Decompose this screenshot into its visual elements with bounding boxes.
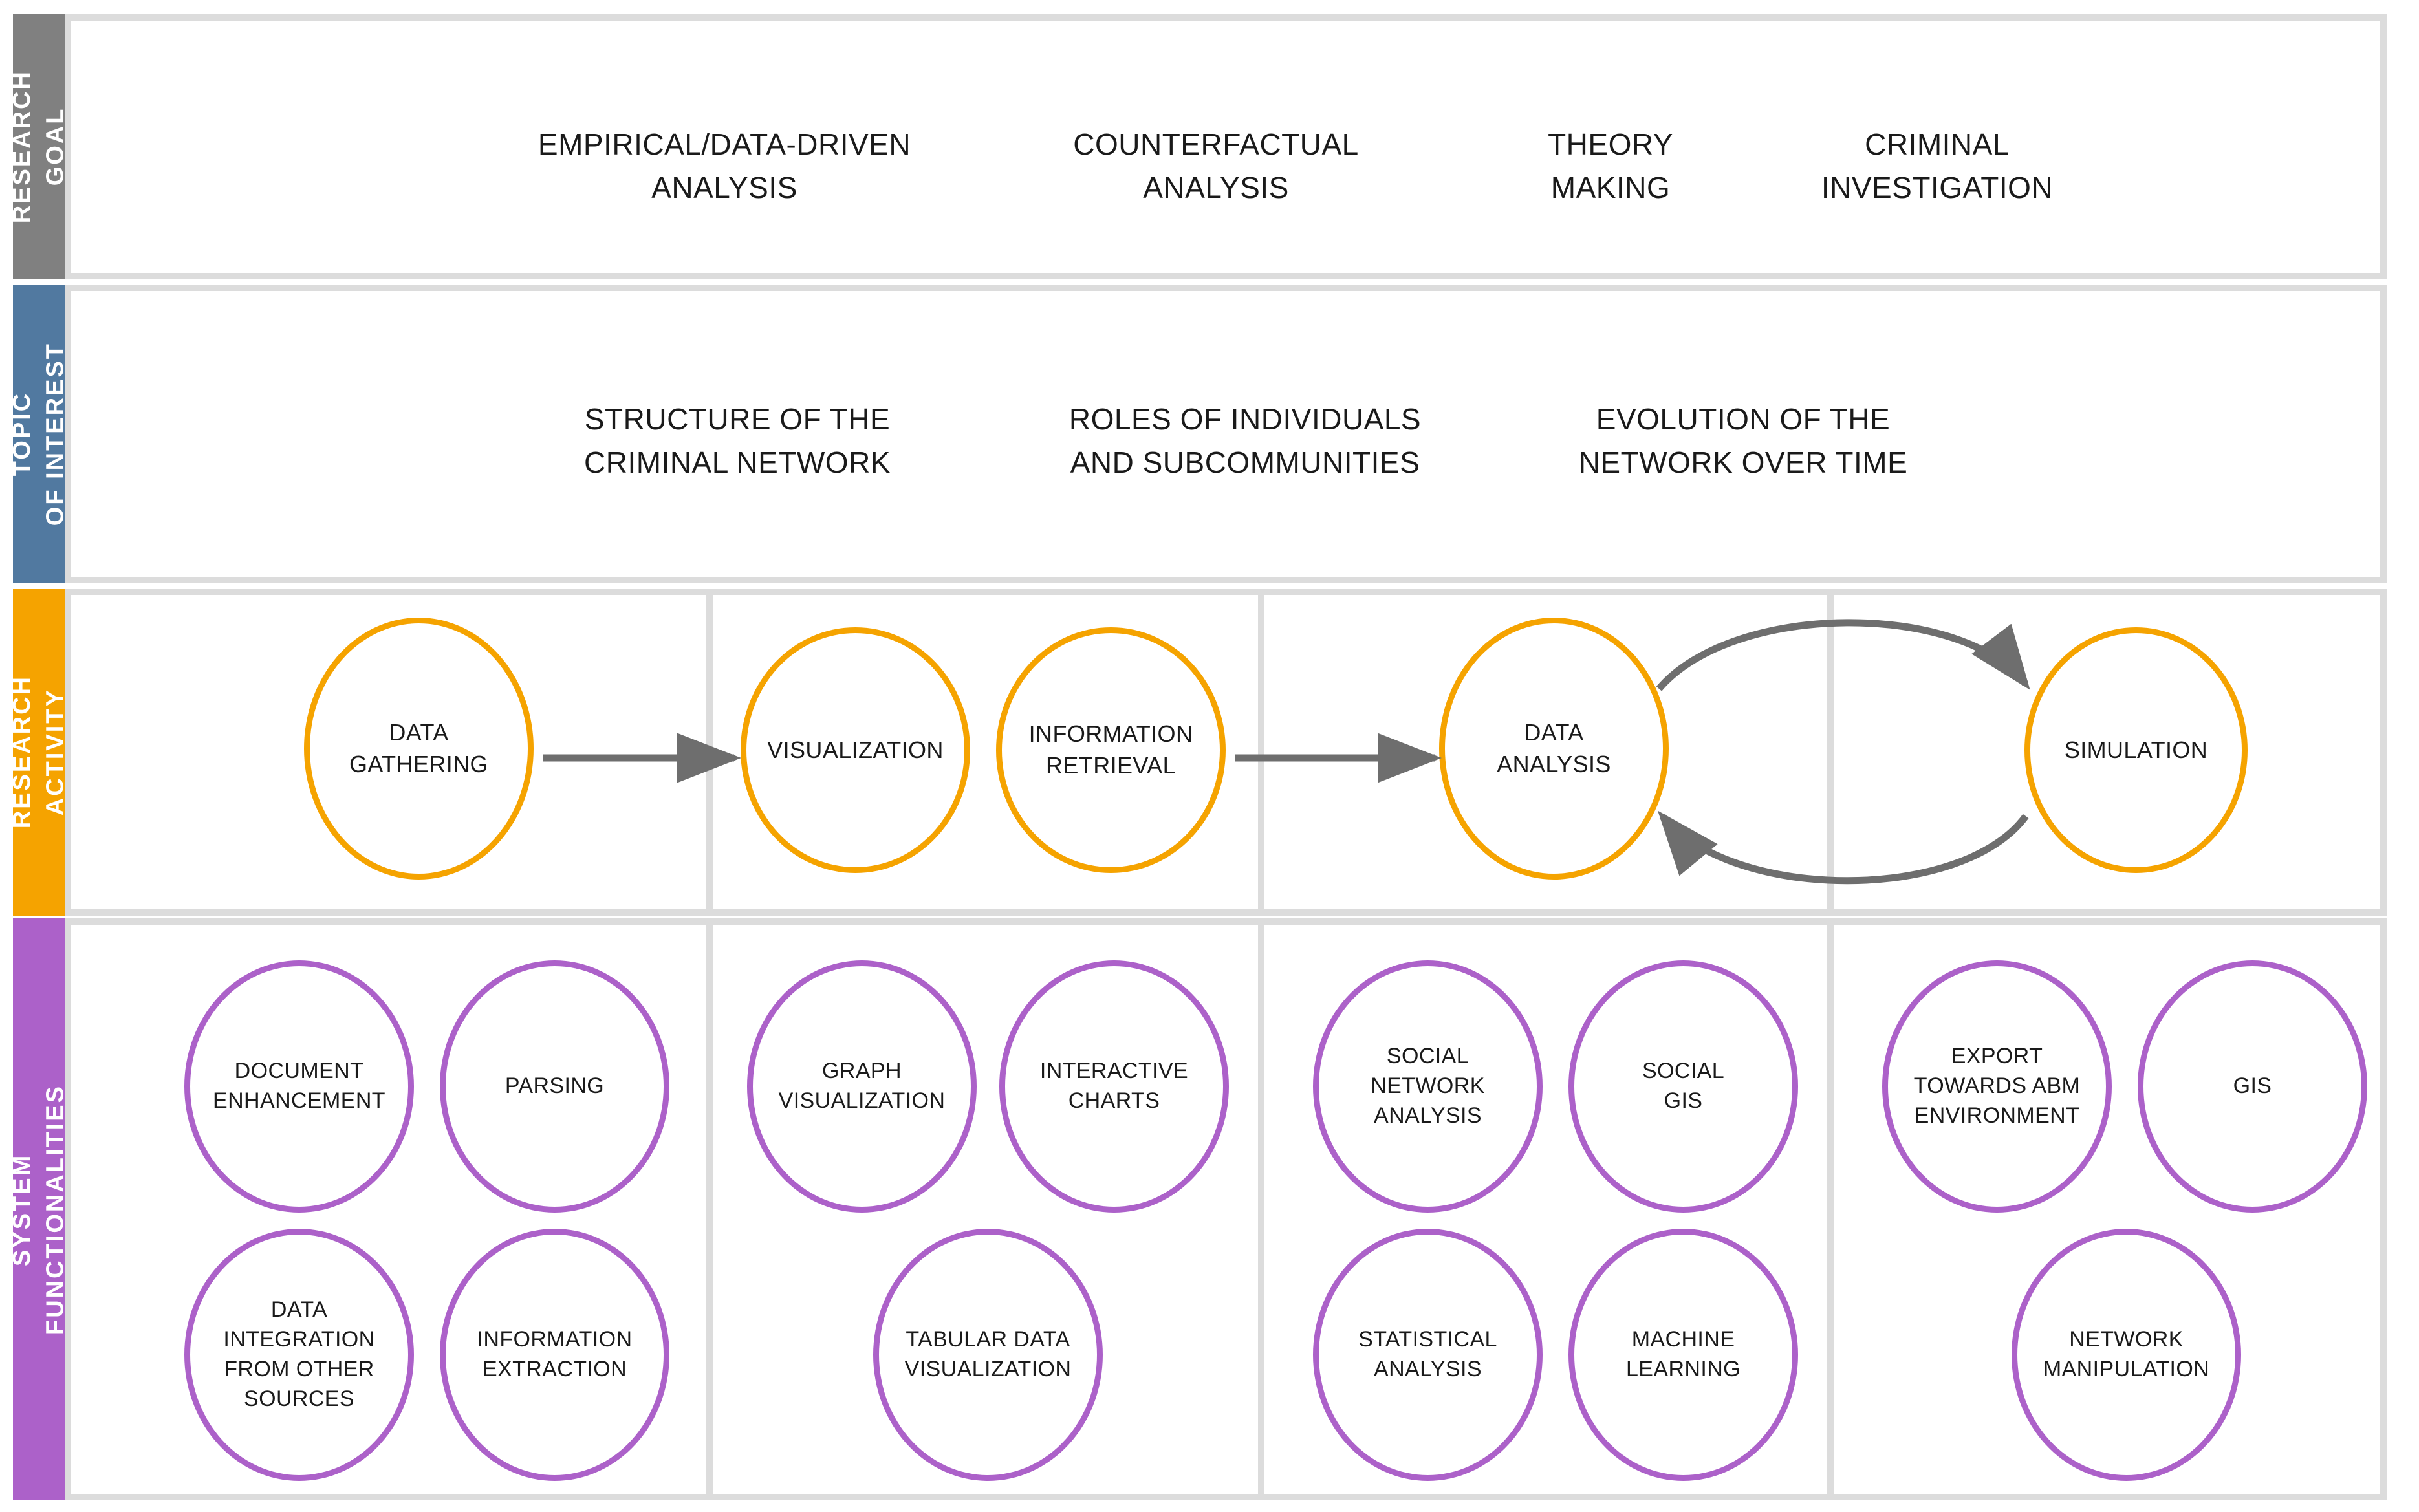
activity-circle-data-gathering[interactable]: DATA GATHERING	[304, 618, 534, 880]
sidebar-label-system-functionalities: SYSTEM FUNCTIONALITIES	[8, 1084, 69, 1335]
activity-label-information-retrieval: INFORMATION RETRIEVAL	[1028, 720, 1193, 779]
func-label-document-enhancement: DOCUMENT ENHANCEMENT	[213, 1059, 385, 1113]
func-label-parsing: PARSING	[504, 1074, 605, 1099]
topic-item-2: ROLES OF INDIVIDUALS AND SUBCOMMUNITIES	[1068, 402, 1422, 479]
activity-label-data-analysis: DATA ANALYSIS	[1497, 718, 1611, 777]
func-circle-parsing[interactable]: PARSING	[440, 960, 669, 1213]
func-circle-network-manipulation[interactable]: NETWORK MANIPULATION	[2012, 1229, 2241, 1481]
func-label-statistical-analysis: STATISTICAL ANALYSIS	[1358, 1327, 1497, 1381]
func-label-export-towards-abm-environment: EXPORT TOWARDS ABM ENVIRONMENT	[1913, 1044, 2081, 1128]
topic-item-3: EVOLUTION OF THE NETWORK OVER TIME	[1578, 402, 1908, 479]
sidebar-label-topic-of-interest: TOPIC OF INTEREST	[8, 341, 69, 526]
func-circle-document-enhancement[interactable]: DOCUMENT ENHANCEMENT	[184, 960, 414, 1213]
func-circle-social-network-analysis[interactable]: SOCIAL NETWORK ANALYSIS	[1313, 960, 1543, 1213]
func-label-network-manipulation: NETWORK MANIPULATION	[2043, 1327, 2210, 1381]
activity-circle-visualization[interactable]: VISUALIZATION	[741, 627, 970, 873]
research-goal-item-4: CRIMINAL INVESTIGATION	[1821, 127, 2054, 204]
row-research-goal	[65, 14, 2387, 279]
func-label-machine-learning: MACHINE LEARNING	[1625, 1327, 1741, 1381]
func-circle-data-integration[interactable]: DATA INTEGRATION FROM OTHER SOURCES	[184, 1229, 414, 1481]
func-label-tabular-data-visualization: TABULAR DATA VISUALIZATION	[904, 1327, 1072, 1381]
activity-circle-data-analysis[interactable]: DATA ANALYSIS	[1439, 618, 1669, 880]
func-label-graph-visualization: GRAPH VISUALIZATION	[778, 1059, 946, 1113]
column-divider-1-row3	[706, 589, 713, 916]
topic-item-1: STRUCTURE OF THE CRIMINAL NETWORK	[584, 402, 891, 479]
activity-label-simulation: SIMULATION	[2064, 736, 2208, 763]
func-circle-statistical-analysis[interactable]: STATISTICAL ANALYSIS	[1313, 1229, 1543, 1481]
sidebar-topic-of-interest: TOPIC OF INTEREST	[8, 285, 69, 583]
func-circle-gis[interactable]: GIS	[2138, 960, 2367, 1213]
func-label-gis: GIS	[2233, 1074, 2272, 1099]
func-label-data-integration: DATA INTEGRATION FROM OTHER SOURCES	[223, 1297, 375, 1411]
func-label-information-extraction: INFORMATION EXTRACTION	[477, 1327, 633, 1381]
func-circle-export-towards-abm-environment[interactable]: EXPORT TOWARDS ABM ENVIRONMENT	[1882, 960, 2112, 1213]
column-divider-2-row4	[1258, 918, 1264, 1500]
func-label-social-gis: SOCIAL GIS	[1642, 1059, 1725, 1113]
research-goal-item-2: COUNTERFACTUAL ANALYSIS	[1073, 127, 1359, 204]
func-circle-graph-visualization[interactable]: GRAPH VISUALIZATION	[747, 960, 977, 1213]
activity-label-data-gathering: DATA GATHERING	[349, 718, 488, 777]
column-divider-1-row4	[706, 918, 713, 1500]
research-goal-item-1: EMPIRICAL/DATA-DRIVEN ANALYSIS	[537, 127, 911, 204]
activity-label-visualization: VISUALIZATION	[767, 736, 944, 763]
sidebar-system-functionalities: SYSTEM FUNCTIONALITIES	[8, 918, 69, 1500]
research-goal-item-3: THEORY MAKING	[1548, 127, 1673, 204]
func-label-interactive-charts: INTERACTIVE CHARTS	[1039, 1059, 1189, 1113]
column-divider-3-row3	[1827, 589, 1834, 916]
row-topic-of-interest	[65, 285, 2387, 583]
func-circle-machine-learning[interactable]: MACHINE LEARNING	[1568, 1229, 1798, 1481]
func-circle-information-extraction[interactable]: INFORMATION EXTRACTION	[440, 1229, 669, 1481]
column-divider-2-row3	[1258, 589, 1264, 916]
func-label-social-network-analysis: SOCIAL NETWORK ANALYSIS	[1371, 1044, 1485, 1128]
activity-circle-simulation[interactable]: SIMULATION	[2024, 627, 2248, 873]
func-circle-tabular-data-visualization[interactable]: TABULAR DATA VISUALIZATION	[873, 1229, 1103, 1481]
activity-circle-information-retrieval[interactable]: INFORMATION RETRIEVAL	[996, 627, 1226, 873]
column-divider-3-row4	[1827, 918, 1834, 1500]
func-circle-interactive-charts[interactable]: INTERACTIVE CHARTS	[999, 960, 1229, 1213]
func-circle-social-gis[interactable]: SOCIAL GIS	[1568, 960, 1798, 1213]
sidebar-label-research-goal: RESEARCH GOAL	[8, 70, 69, 224]
sidebar-research-activity: RESEARCH ACTIVITY	[8, 589, 69, 916]
sidebar-research-goal: RESEARCH GOAL	[8, 14, 69, 279]
sidebar-label-research-activity: RESEARCH ACTIVITY	[8, 675, 69, 829]
